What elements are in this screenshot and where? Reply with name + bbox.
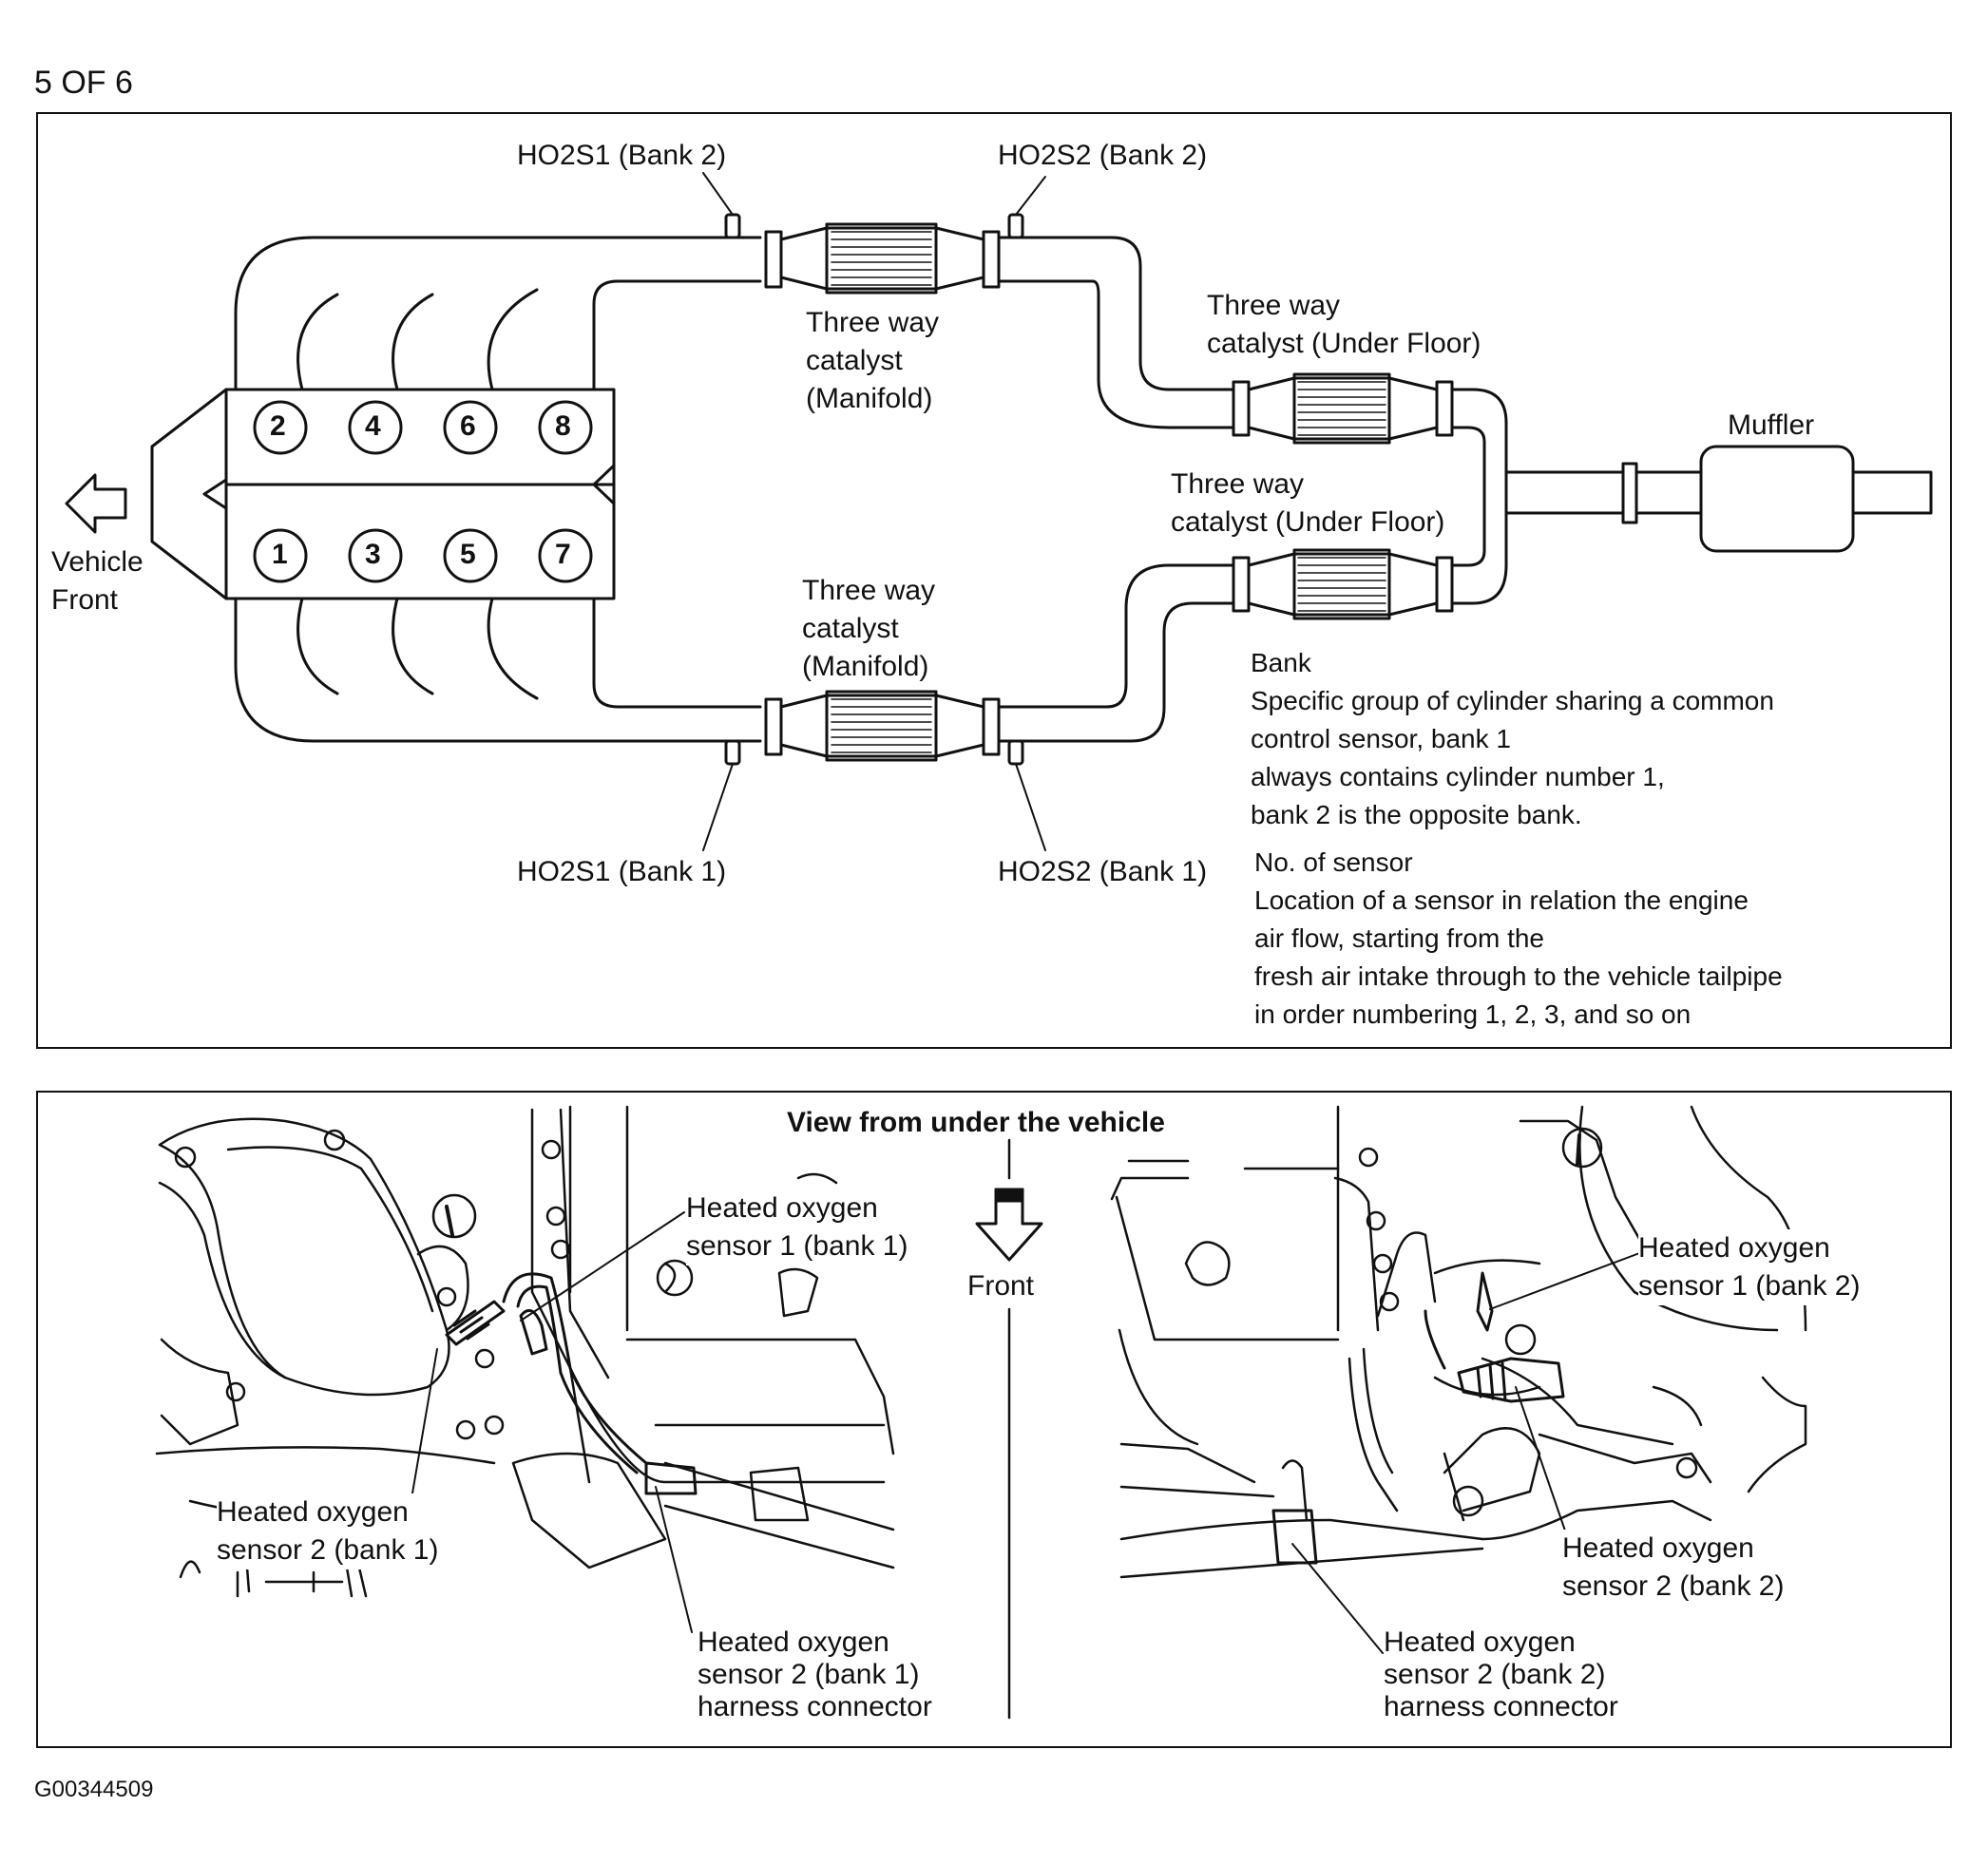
left-underbody-view [155, 1105, 895, 1598]
label-right-sensor2: Heated oxygen sensor 2 (bank 2) [1562, 1530, 1785, 1606]
label-ho2s1-bank2: HO2S1 (Bank 2) [517, 140, 727, 171]
right-leaders [1291, 1251, 1643, 1654]
cylinder-number: 7 [555, 539, 571, 570]
cylinder-number: 4 [365, 410, 381, 442]
label-left-harness: Heated oxygen sensor 2 (bank 1) harness … [698, 1626, 932, 1722]
label-ho2s2-bank2: HO2S2 (Bank 2) [998, 140, 1208, 171]
engine-block [150, 388, 616, 600]
label-right-sensor1: Heated oxygen sensor 1 (bank 2) [1638, 1229, 1861, 1305]
label-catalyst-underfloor-lower: Three way catalyst (Under Floor) [1171, 468, 1445, 538]
label-vehicle-front: Vehicle Front [51, 546, 143, 616]
label-ho2s2-bank1: HO2S2 (Bank 1) [998, 856, 1208, 887]
view-title: View from under the vehicle [787, 1107, 1165, 1138]
upper-manifold-catalyst [764, 222, 1001, 295]
sensor-note: No. of sensor Location of a sensor in re… [1254, 844, 1783, 1034]
exhaust-layout-panel [36, 112, 1952, 1049]
cylinder-number: 1 [272, 539, 288, 570]
label-catalyst-manifold-upper: Three way catalyst (Manifold) [806, 307, 940, 414]
page-label: 5 OF 6 [34, 65, 133, 101]
label-muffler: Muffler [1728, 409, 1815, 441]
vehicle-front-arrow-icon [65, 473, 127, 534]
y-pipe [1450, 388, 1703, 605]
label-catalyst-manifold-lower: Three way catalyst (Manifold) [802, 575, 936, 682]
label-left-sensor1: Heated oxygen sensor 1 (bank 1) [686, 1189, 908, 1265]
lower-manifold-catalyst [764, 690, 1001, 762]
label-catalyst-underfloor-upper: Three way catalyst (Under Floor) [1207, 290, 1481, 359]
left-leaders [408, 1211, 693, 1633]
upper-underfloor-catalyst [1232, 372, 1454, 445]
sensor-leaders [702, 172, 1046, 851]
upper-manifold [234, 236, 762, 391]
right-underbody-view [1110, 1105, 1807, 1579]
under-vehicle-panel [36, 1091, 1952, 1748]
cylinder-circles [253, 400, 593, 583]
mid-pipes [997, 236, 1235, 743]
bank-note: Bank Specific group of cylinder sharing … [1251, 644, 1774, 834]
label-left-sensor2: Heated oxygen sensor 2 (bank 1) [217, 1493, 439, 1569]
label-right-harness: Heated oxygen sensor 2 (bank 2) harness … [1384, 1626, 1618, 1722]
lower-manifold [234, 597, 762, 743]
muffler [1699, 445, 1933, 553]
sensor-note-title: No. of sensor [1254, 847, 1413, 877]
figure-id: G00344509 [34, 1777, 154, 1802]
cylinder-number: 5 [460, 539, 476, 570]
cylinder-number: 8 [555, 410, 571, 442]
bank-note-title: Bank [1251, 648, 1311, 677]
lower-underfloor-catalyst [1232, 548, 1454, 620]
cylinder-number: 6 [460, 410, 476, 442]
cylinder-number: 3 [365, 539, 381, 570]
label-ho2s1-bank1: HO2S1 (Bank 1) [517, 856, 727, 887]
front-arrow-icon [975, 1188, 1043, 1262]
cylinder-number: 2 [270, 410, 286, 442]
front-label: Front [967, 1270, 1035, 1302]
